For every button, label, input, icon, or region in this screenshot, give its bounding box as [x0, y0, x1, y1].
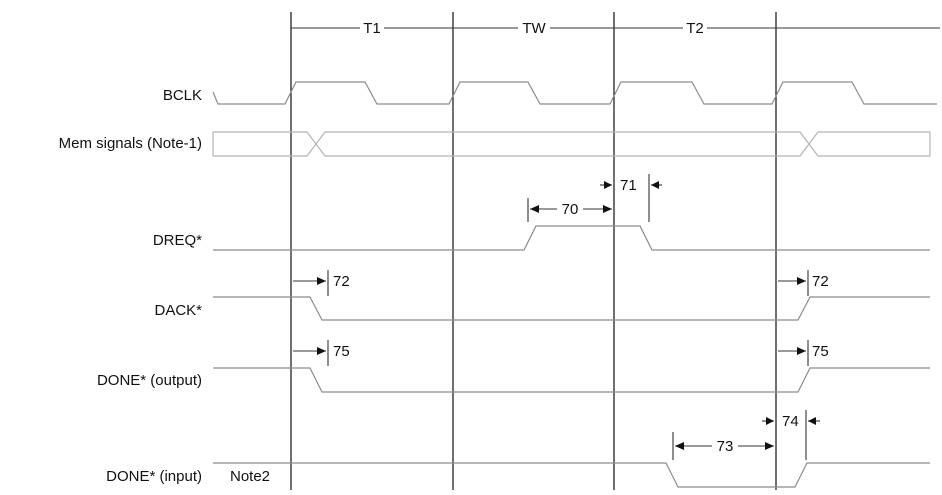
- signal-label-dreq: DREQ*: [153, 232, 202, 249]
- mem-signals-bus: [212, 131, 931, 157]
- cycle-label-tw: TW: [522, 20, 546, 37]
- timing-label-75-left: 75: [333, 343, 350, 360]
- signal-label-done-output: DONE* (output): [97, 372, 202, 389]
- cycle-header: T1 TW T2: [291, 20, 940, 37]
- signal-label-dack: DACK*: [154, 302, 202, 319]
- timing-param-72-right: 72: [778, 270, 829, 296]
- timing-label-72-left: 72: [333, 273, 350, 290]
- cycle-label-t1: T1: [363, 20, 381, 37]
- timing-label-74: 74: [782, 413, 799, 430]
- timing-label-71: 71: [620, 177, 637, 194]
- cycle-label-t2: T2: [686, 20, 704, 37]
- timing-label-75-right: 75: [812, 343, 829, 360]
- cycle-boundaries: [290, 12, 777, 490]
- timing-param-75-left: 75: [293, 340, 350, 366]
- bclk-waveform: [212, 81, 937, 105]
- signal-label-done-input: DONE* (input): [106, 468, 202, 485]
- timing-param-75-right: 75: [778, 340, 829, 366]
- timing-param-70: 70: [527, 198, 612, 222]
- note2-label: Note2: [230, 468, 270, 485]
- timing-param-71: 71: [600, 174, 662, 222]
- signal-label-mem: Mem signals (Note-1): [59, 135, 202, 152]
- signal-labels: BCLK Mem signals (Note-1) DREQ* DACK* DO…: [59, 87, 270, 485]
- timing-param-74: 74: [762, 410, 820, 460]
- done-output-waveform: [213, 367, 930, 393]
- signal-label-bclk: BCLK: [163, 87, 202, 104]
- done-input-waveform: [213, 462, 930, 488]
- dreq-waveform: [213, 225, 930, 251]
- dack-waveform: [213, 296, 930, 321]
- timing-param-72-left: 72: [293, 270, 350, 296]
- timing-label-70: 70: [562, 201, 579, 218]
- timing-label-73: 73: [717, 438, 734, 455]
- timing-label-72-right: 72: [812, 273, 829, 290]
- timing-param-73: 73: [672, 432, 774, 460]
